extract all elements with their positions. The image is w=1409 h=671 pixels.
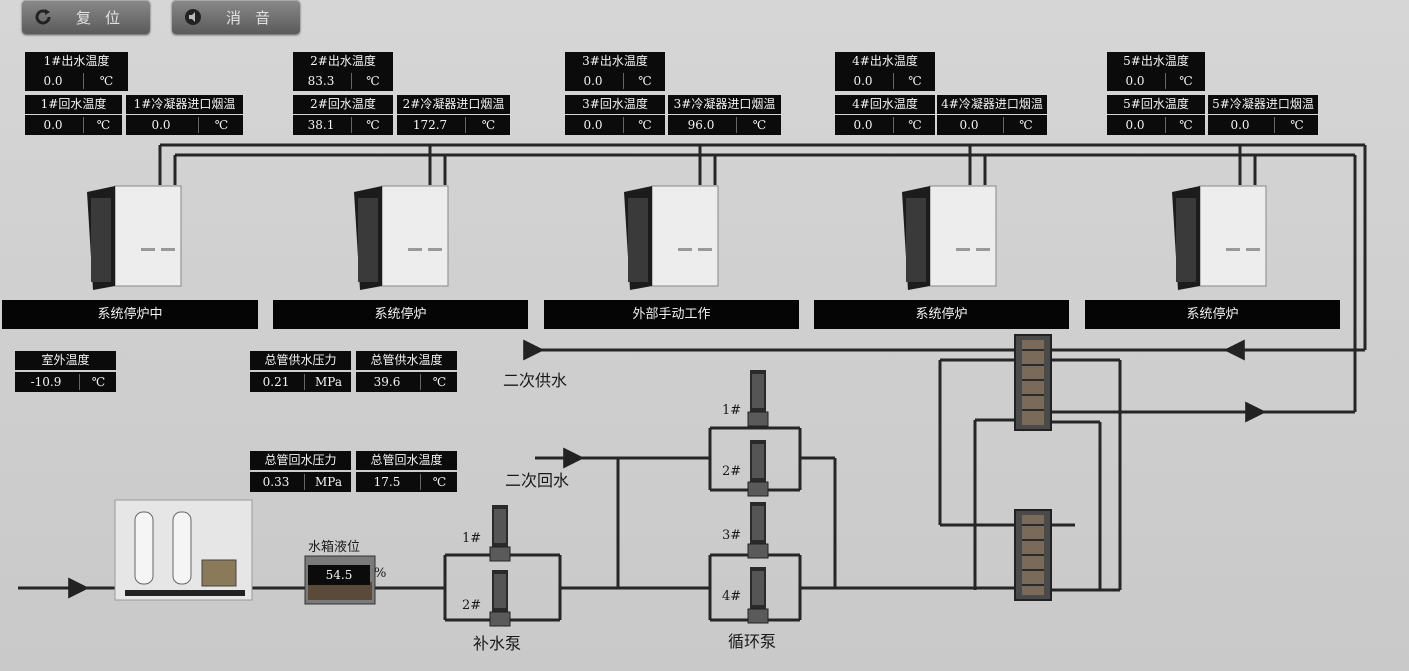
refresh-icon [32,6,54,28]
circ-pump-4-label: 4# [722,589,742,604]
main-return-pressure-label: 总管回水压力 [250,451,351,470]
boiler4-status: 系统停炉 [814,300,1069,329]
boiler-3[interactable] [622,178,722,296]
boiler-2[interactable] [352,178,452,296]
boiler2-condenser-temp-label: 2#冷凝器进口烟温 [397,95,510,114]
boiler1-return-temp-value: 0.0℃ [25,115,122,135]
boiler5-status: 系统停炉 [1085,300,1340,329]
boiler1-return-temp-label: 1#回水温度 [25,95,122,114]
boiler3-return-temp-label: 3#回水温度 [565,95,665,114]
boiler3-return-temp-value: 0.0℃ [565,115,665,135]
circ-pump-3-label: 3# [722,528,742,543]
boiler3-outlet-temp-label: 3#出水温度 [565,52,665,71]
boiler4-condenser-temp-label: 4#冷凝器进口烟温 [937,95,1047,114]
boiler1-condenser-temp-label: 1#冷凝器进口烟温 [126,95,243,114]
boiler2-status: 系统停炉 [273,300,528,329]
makeup-pumps-title: 补水泵 [473,634,522,653]
outdoor-temp-label: 室外温度 [15,351,116,370]
circ-pump-1[interactable] [746,368,770,430]
outdoor-temp-value: -10.9℃ [15,372,116,392]
mute-label: 消音 [226,8,285,27]
boiler2-outlet-temp-label: 2#出水温度 [293,52,393,71]
boiler4-return-temp-label: 4#回水温度 [835,95,935,114]
tank-level-label: 水箱液位 [308,540,361,555]
boiler5-condenser-temp-value: 0.0℃ [1208,115,1318,135]
secondary-return-label: 二次回水 [505,471,570,490]
boiler5-outlet-temp-label: 5#出水温度 [1107,52,1205,71]
boiler1-condenser-temp-value: 0.0℃ [126,115,243,135]
boiler1-outlet-temp-value: 0.0℃ [25,71,128,91]
main-return-temp-value: 17.5℃ [356,472,457,492]
boiler2-return-temp-value: 38.1℃ [293,115,393,135]
boiler-1[interactable] [85,178,185,296]
boiler3-status: 外部手动工作 [544,300,799,329]
makeup-pump-1[interactable] [488,503,512,565]
speaker-mute-icon [182,6,204,28]
boiler5-return-temp-label: 5#回水温度 [1107,95,1205,114]
boiler1-outlet-temp-label: 1#出水温度 [25,52,128,71]
circ-pump-4[interactable] [746,565,770,627]
boiler4-outlet-temp-value: 0.0℃ [835,71,935,91]
main-supply-pressure-label: 总管供水压力 [250,351,351,370]
reset-button[interactable]: 复位 [22,0,150,34]
tank-level-unit: % [374,566,387,581]
reset-label: 复位 [76,8,135,27]
boiler2-outlet-temp-value: 83.3℃ [293,71,393,91]
boiler3-condenser-temp-label: 3#冷凝器进口烟温 [668,95,781,114]
main-return-temp-label: 总管回水温度 [356,451,457,470]
circ-pump-2[interactable] [746,438,770,500]
boiler3-condenser-temp-value: 96.0℃ [668,115,781,135]
secondary-supply-label: 二次供水 [503,371,568,390]
boiler1-status: 系统停炉中 [2,300,258,329]
boiler4-outlet-temp-label: 4#出水温度 [835,52,935,71]
mute-button[interactable]: 消音 [172,0,300,34]
circ-pump-3[interactable] [746,500,770,562]
boiler4-return-temp-value: 0.0℃ [835,115,935,135]
main-supply-temp-value: 39.6℃ [356,372,457,392]
boiler5-return-temp-value: 0.0℃ [1107,115,1205,135]
makeup-pump-2-label: 2# [462,598,482,613]
circ-pump-1-label: 1# [722,403,742,418]
boiler5-outlet-temp-value: 0.0℃ [1107,71,1205,91]
makeup-pump-1-label: 1# [462,531,482,546]
circ-pumps-title: 循环泵 [728,632,777,651]
boiler4-condenser-temp-value: 0.0℃ [937,115,1047,135]
boiler-4[interactable] [900,178,1000,296]
boiler2-condenser-temp-value: 172.7℃ [397,115,510,135]
circ-pump-2-label: 2# [722,464,742,479]
boiler-5[interactable] [1170,178,1270,296]
tank-level-value: 54.5 [308,565,370,585]
boiler3-outlet-temp-value: 0.0℃ [565,71,665,91]
main-supply-temp-label: 总管供水温度 [356,351,457,370]
makeup-pump-2[interactable] [488,568,512,630]
boiler2-return-temp-label: 2#回水温度 [293,95,393,114]
boiler5-condenser-temp-label: 5#冷凝器进口烟温 [1208,95,1318,114]
